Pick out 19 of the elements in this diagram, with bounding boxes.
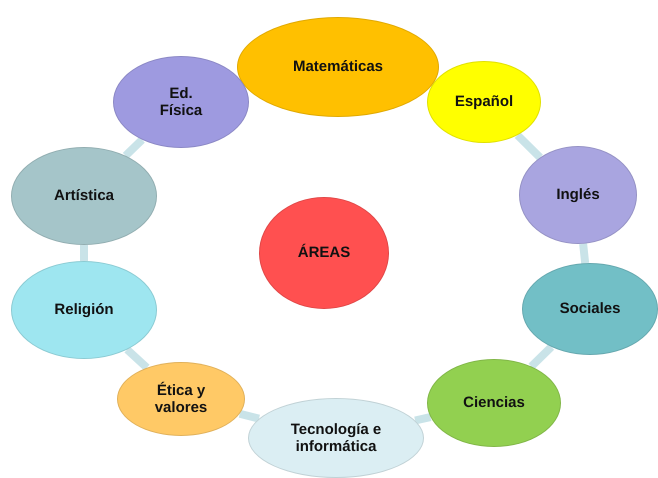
- area-label: Matemáticas: [292, 58, 384, 76]
- connector-line: [124, 346, 150, 371]
- area-label: Ed. Física: [158, 84, 204, 120]
- area-label: Español: [454, 93, 514, 111]
- connector-line: [414, 413, 432, 424]
- connector-line: [528, 344, 554, 370]
- connector-line: [238, 410, 260, 422]
- area-label: Artística: [52, 187, 116, 205]
- area-label: Ética y valores: [154, 382, 208, 416]
- area-label: Ciencias: [462, 394, 526, 412]
- connector-line: [514, 132, 543, 160]
- connector-line: [579, 243, 590, 264]
- area-label: Inglés: [555, 186, 601, 204]
- area-label: Religión: [53, 301, 115, 319]
- connector-line: [80, 245, 88, 261]
- connector-line: [122, 136, 145, 159]
- area-label: Sociales: [558, 300, 622, 318]
- area-label: Tecnología e informática: [290, 420, 382, 456]
- area-label: ÁREAS: [296, 244, 352, 262]
